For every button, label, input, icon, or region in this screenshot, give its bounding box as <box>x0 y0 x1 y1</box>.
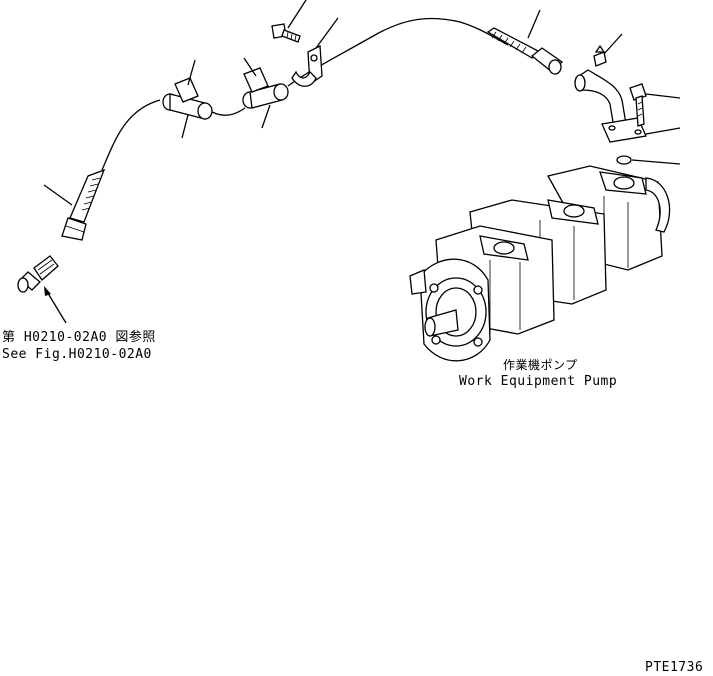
leader-line <box>631 159 681 165</box>
reference-arrow-head <box>44 286 51 296</box>
leader-line <box>645 127 681 135</box>
leader-line <box>187 59 196 86</box>
drawing-code: PTE1736 <box>645 660 704 675</box>
hose-bracket <box>291 44 323 87</box>
hose-clamp-1 <box>162 77 213 120</box>
leader-line <box>181 114 189 139</box>
reference-note-japanese: 第 H0210-02A0 図参照 <box>2 330 156 345</box>
hose-line <box>101 17 509 171</box>
hose-clamp-2 <box>242 67 289 109</box>
o-ring <box>616 155 632 165</box>
pump-label-english: Work Equipment Pump <box>459 374 618 389</box>
pipe-elbow <box>574 69 647 143</box>
hose-end-fitting-right <box>486 27 564 75</box>
leader-line <box>287 0 307 29</box>
leader-line <box>243 57 257 77</box>
leader-line <box>261 104 271 129</box>
leader-line <box>43 184 73 206</box>
pump-assembly <box>409 165 671 362</box>
reference-note-english: See Fig.H0210-02A0 <box>2 347 152 362</box>
leader-line <box>527 9 541 39</box>
elbow-fitting <box>17 255 59 293</box>
flange-bolt <box>629 83 647 127</box>
leader-line <box>645 93 681 99</box>
leader-line <box>603 33 623 55</box>
reference-arrow <box>45 289 67 324</box>
pump-label-japanese: 作業機ポンプ <box>503 358 578 372</box>
hose-end-fitting-left <box>61 168 106 241</box>
mounting-bolt-top <box>271 23 301 43</box>
leader-line <box>315 17 339 49</box>
plug-nut <box>593 44 607 67</box>
